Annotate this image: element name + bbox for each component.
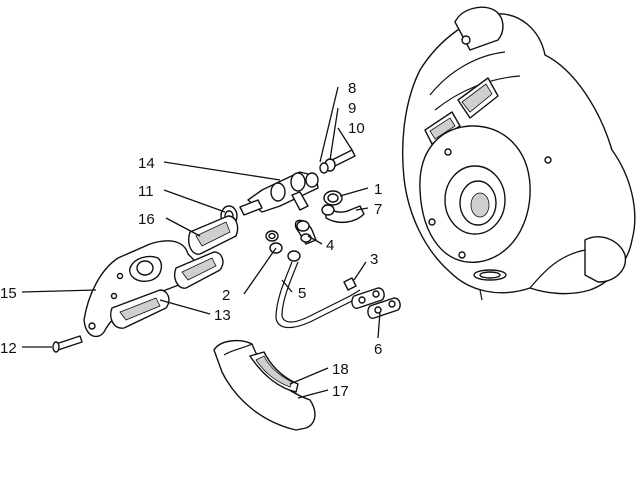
leader-15 bbox=[21, 289, 97, 293]
callout-2: 2 bbox=[222, 287, 230, 304]
bolt-3 bbox=[343, 277, 357, 291]
callout-15: 15 bbox=[0, 285, 17, 302]
callout-11: 11 bbox=[138, 183, 154, 200]
leader-17 bbox=[297, 389, 329, 399]
leader-lines bbox=[21, 86, 381, 399]
leader-16 bbox=[165, 217, 201, 237]
callout-5: 5 bbox=[298, 285, 306, 302]
leader-6 bbox=[377, 311, 381, 339]
engine-housing bbox=[402, 6, 636, 301]
leader-1 bbox=[339, 187, 369, 197]
leader-13 bbox=[159, 299, 211, 315]
bracket-assembly bbox=[52, 215, 239, 353]
leader-8 bbox=[319, 86, 339, 163]
leader-5 bbox=[281, 279, 293, 293]
callout-3: 3 bbox=[370, 251, 378, 268]
leader-3 bbox=[353, 261, 367, 281]
screw-12 bbox=[55, 335, 83, 351]
pipe-assembly bbox=[220, 149, 401, 329]
callout-8: 8 bbox=[348, 80, 356, 97]
leader-18 bbox=[289, 367, 329, 385]
callout-9: 9 bbox=[348, 100, 356, 117]
callout-6: 6 bbox=[374, 341, 382, 358]
leader-9 bbox=[329, 107, 339, 161]
leader-4 bbox=[307, 235, 323, 245]
callout-10: 10 bbox=[348, 120, 365, 137]
bracket-15 bbox=[83, 240, 197, 338]
curved-pads bbox=[213, 339, 316, 431]
pad-17 bbox=[213, 339, 316, 431]
callout-13: 13 bbox=[214, 307, 231, 324]
leader-7 bbox=[355, 207, 369, 211]
pipe-5 bbox=[275, 261, 361, 329]
callout-labels: 8 9 10 14 11 16 1 7 4 2 5 3 6 15 12 13 1… bbox=[0, 80, 382, 400]
callout-7: 7 bbox=[374, 201, 382, 218]
leader-14 bbox=[163, 161, 281, 181]
callout-18: 18 bbox=[332, 361, 349, 378]
leader-11 bbox=[163, 189, 226, 213]
callout-12: 12 bbox=[0, 340, 17, 357]
washer-8 bbox=[319, 162, 329, 174]
callout-4: 4 bbox=[326, 237, 334, 254]
callout-16: 16 bbox=[138, 211, 155, 228]
callout-1: 1 bbox=[374, 181, 382, 198]
callout-17: 17 bbox=[332, 383, 349, 400]
leader-10 bbox=[337, 127, 353, 151]
callout-14: 14 bbox=[138, 155, 155, 172]
leader-2 bbox=[243, 247, 277, 295]
